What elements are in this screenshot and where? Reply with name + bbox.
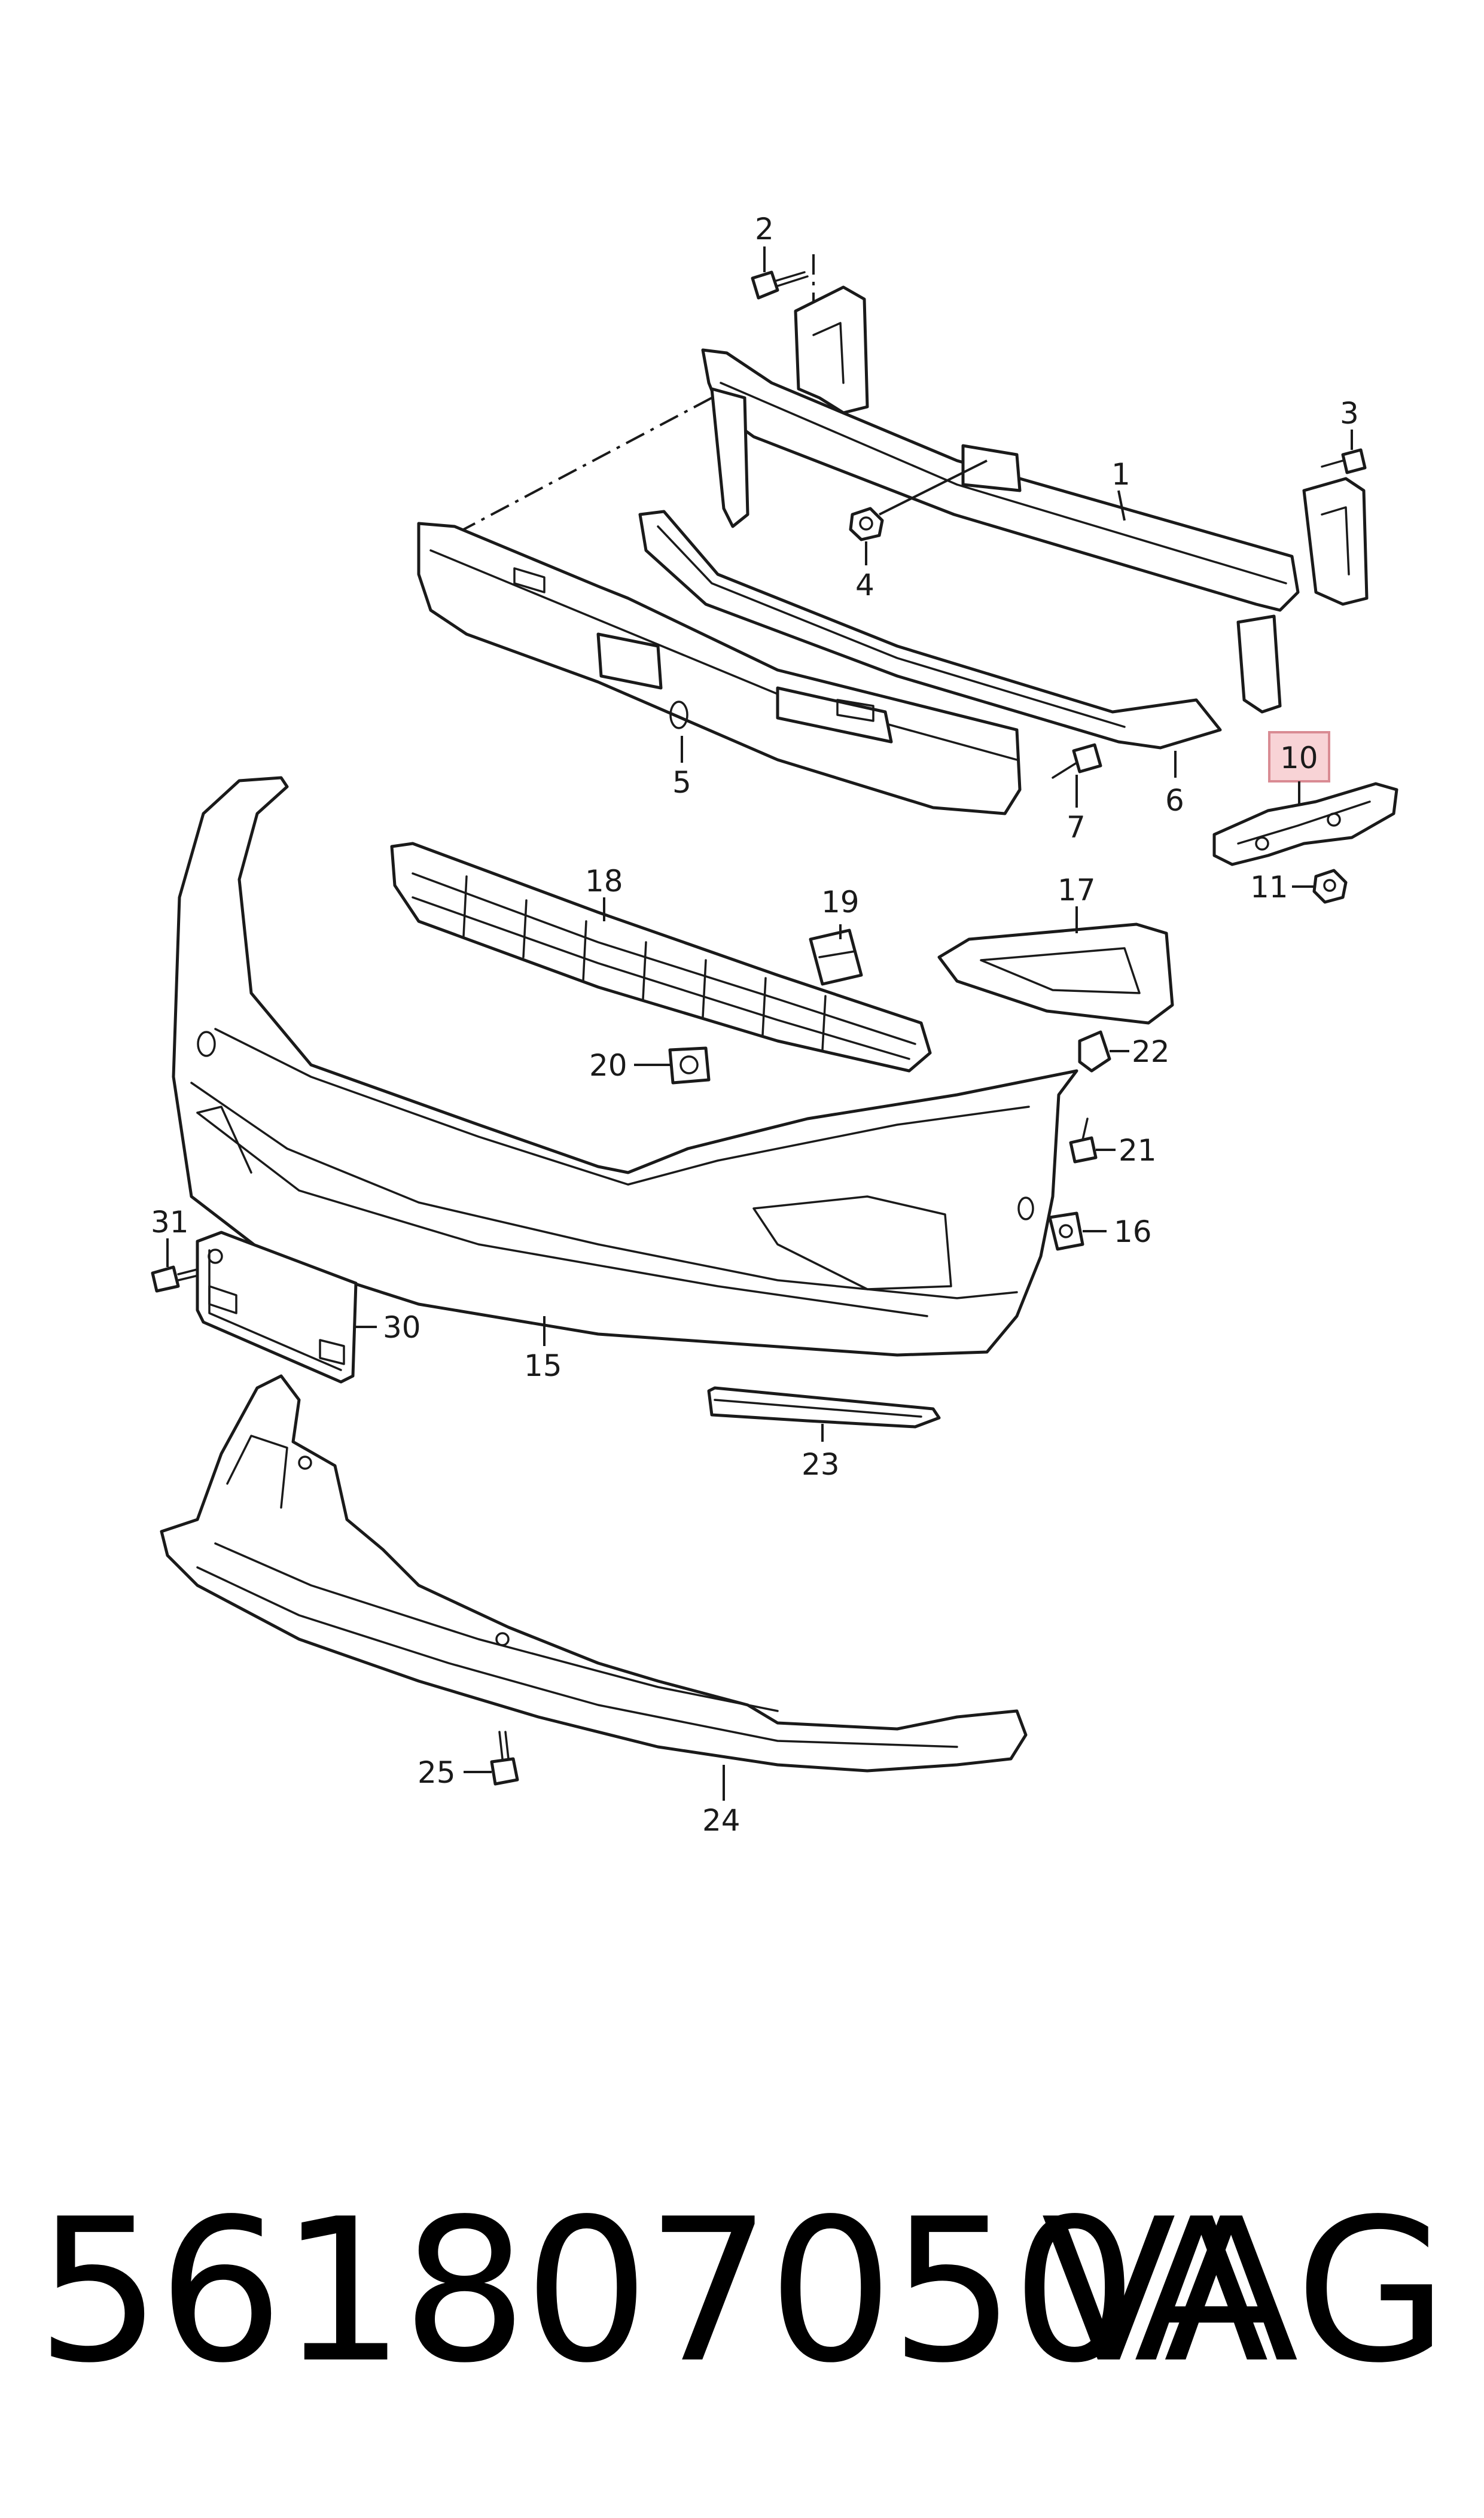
assembly-line-left bbox=[463, 397, 712, 531]
callout-6: 6 bbox=[1165, 783, 1184, 818]
callout-11: 11 bbox=[1250, 870, 1288, 905]
callout-20: 20 bbox=[589, 1048, 627, 1083]
callout-18: 18 bbox=[585, 864, 623, 899]
callout-21: 21 bbox=[1119, 1133, 1157, 1168]
part-16-clip[interactable] bbox=[1048, 1211, 1084, 1251]
brand-label: VAG bbox=[1041, 2176, 1448, 2406]
callout-7: 7 bbox=[1066, 810, 1086, 845]
callout-15: 15 bbox=[524, 1348, 562, 1383]
callout-22: 22 bbox=[1132, 1034, 1170, 1069]
part-17-grille-cover[interactable] bbox=[937, 922, 1174, 1025]
callout-16: 16 bbox=[1114, 1214, 1152, 1249]
part-20-clip[interactable] bbox=[668, 1046, 711, 1085]
part-15-bumper-cover[interactable] bbox=[172, 776, 1078, 1357]
leader-4-line bbox=[879, 459, 988, 516]
part-10-guide-bracket[interactable] bbox=[1212, 782, 1398, 866]
callout-10: 10 bbox=[1280, 741, 1318, 775]
part-21-screw[interactable] bbox=[1069, 1118, 1098, 1164]
footer: 561807050A VAG bbox=[0, 2166, 1484, 2417]
part-5-energy-absorber[interactable] bbox=[417, 522, 1022, 815]
part-24-spoiler[interactable] bbox=[160, 1374, 1028, 1773]
leader-1 bbox=[1117, 490, 1126, 521]
highlight-box-10 bbox=[1268, 731, 1330, 783]
callout-5: 5 bbox=[672, 765, 691, 800]
callout-31: 31 bbox=[151, 1205, 189, 1240]
callout-19: 19 bbox=[821, 885, 860, 919]
part-18-lower-grille[interactable] bbox=[390, 842, 932, 1073]
part-number: 561807050A bbox=[36, 2176, 1269, 2406]
parts-diagram: 2 3 4 1 5 6 7 10 bbox=[151, 212, 1398, 1838]
part-3-bolt[interactable] bbox=[1321, 448, 1367, 474]
part-19-clip[interactable] bbox=[809, 928, 863, 986]
part-1-bumper-reinforcement[interactable] bbox=[701, 285, 1369, 714]
callout-1: 1 bbox=[1111, 457, 1130, 492]
part-11-nut[interactable] bbox=[1312, 869, 1348, 904]
callout-25: 25 bbox=[418, 1755, 456, 1790]
part-2-bolt[interactable] bbox=[751, 270, 809, 300]
part-25-screw[interactable] bbox=[490, 1731, 519, 1786]
callout-24: 24 bbox=[702, 1803, 741, 1838]
callout-17: 17 bbox=[1058, 873, 1096, 908]
part-4-nut[interactable] bbox=[849, 507, 884, 541]
part-6-bracket-strip[interactable] bbox=[638, 510, 1222, 750]
callout-3: 3 bbox=[1340, 396, 1359, 431]
part-30-license-plate-holder[interactable] bbox=[196, 1231, 358, 1384]
part-7-clip[interactable] bbox=[1052, 743, 1102, 779]
callout-30: 30 bbox=[383, 1310, 421, 1345]
part-23-trim-strip[interactable] bbox=[707, 1386, 941, 1429]
callout-2: 2 bbox=[755, 212, 774, 246]
callout-23: 23 bbox=[802, 1447, 840, 1482]
part-22-clip[interactable] bbox=[1078, 1030, 1111, 1073]
callout-4: 4 bbox=[855, 568, 874, 602]
